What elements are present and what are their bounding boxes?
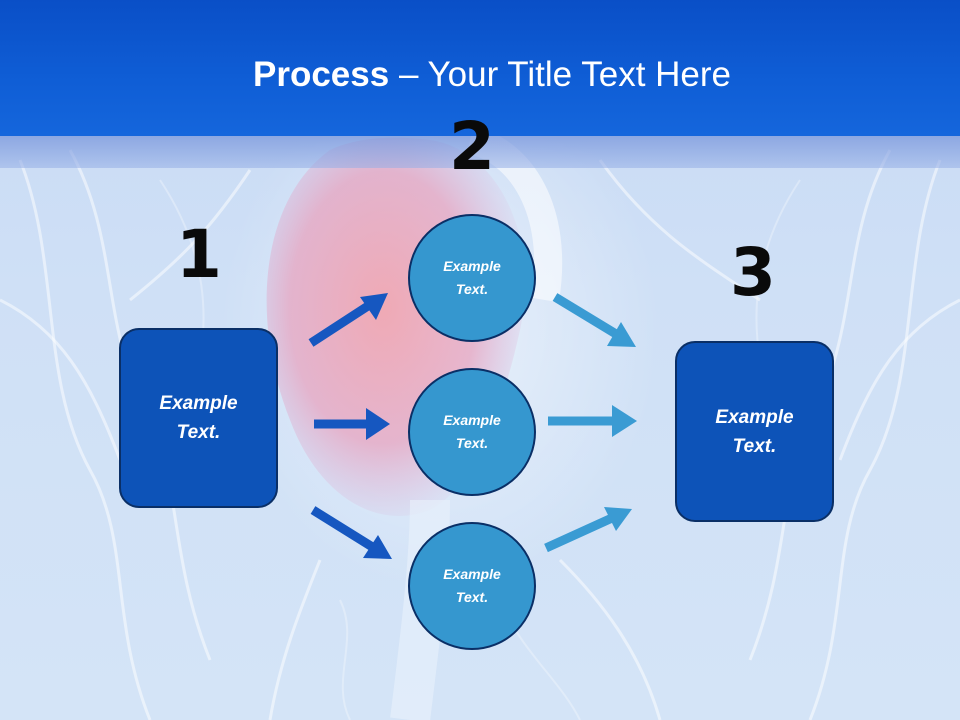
title-bar: [0, 0, 960, 136]
arrow-circle-3-to-right: [544, 507, 632, 553]
arrow-left-to-circle-2: [314, 408, 390, 440]
arrow-left-to-circle-3: [310, 506, 392, 559]
slide-title-rest: – Your Title Text Here: [389, 55, 731, 94]
slide-title: Process – Your Title Text Here: [0, 54, 960, 96]
middle-circle-3-text: Example Text.: [443, 566, 501, 605]
step-number-2: 2: [449, 108, 495, 185]
title-bar-fade: [0, 136, 960, 168]
start-box-text: Example Text.: [159, 393, 238, 443]
middle-circle-2: Example Text.: [408, 368, 536, 496]
middle-circle-1: Example Text.: [408, 214, 536, 342]
step-number-1: 1: [176, 216, 222, 293]
arrow-circle-1-to-right: [552, 293, 636, 347]
middle-circle-1-text: Example Text.: [443, 258, 501, 297]
step-number-3: 3: [730, 234, 776, 311]
middle-circle-2-text: Example Text.: [443, 412, 501, 451]
middle-circle-3: Example Text.: [408, 522, 536, 650]
end-box-text: Example Text.: [715, 406, 794, 457]
start-box: Example Text.: [119, 328, 278, 508]
slide-title-bold: Process: [253, 55, 390, 94]
arrow-circle-2-to-right: [548, 405, 637, 437]
end-box: Example Text.: [675, 341, 834, 522]
arrow-left-to-circle-1: [308, 293, 388, 347]
